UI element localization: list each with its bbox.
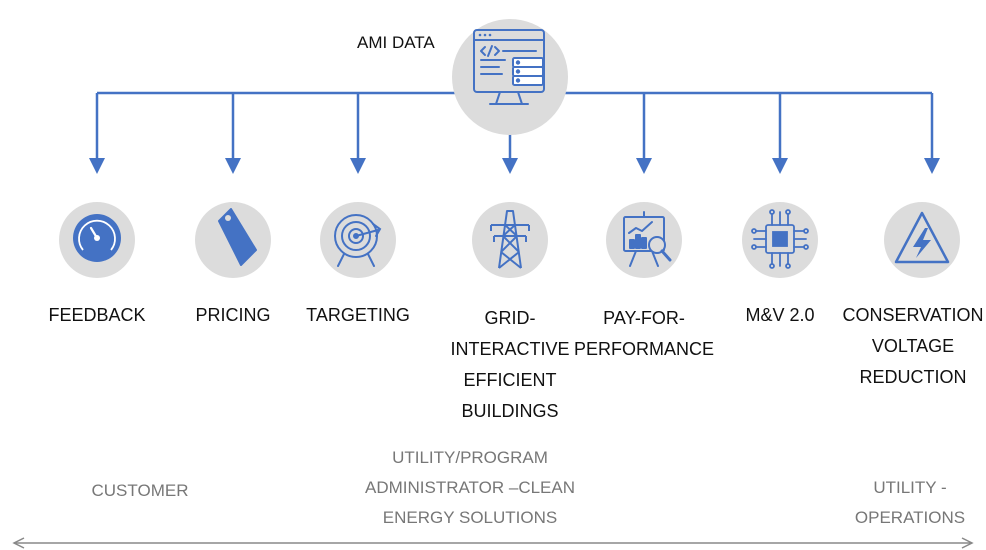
- arrowhead-pricing: [225, 158, 241, 174]
- arrowheads: [89, 158, 940, 174]
- high-voltage-icon: [894, 211, 950, 264]
- node-label-pricing: PRICING: [195, 305, 271, 325]
- arrowhead-grid: [502, 158, 518, 174]
- category-utility-operations: UTILITY - OPERATIONS: [854, 478, 966, 527]
- category-customer: CUSTOMER: [91, 481, 189, 500]
- computer-server-icon: [473, 29, 545, 105]
- presentation-chart-icon: [623, 211, 672, 267]
- gauge-icon: [73, 214, 121, 262]
- node-label-feedback: FEEDBACK: [48, 305, 146, 325]
- node-label-pay-for-performance: PAY-FOR- PERFORMANCE: [573, 308, 714, 359]
- transmission-tower-icon: [490, 210, 530, 269]
- bottom-axis-arrow: [12, 537, 974, 549]
- microchip-icon: [751, 209, 809, 269]
- ami-data-node: [452, 19, 568, 135]
- node-label-grid-interactive: GRID- INTERACTIVE EFFICIENT BUILDINGS: [450, 308, 570, 421]
- arrowhead-mv: [772, 158, 788, 174]
- node-circle-targeting: [320, 202, 396, 278]
- arrowhead-cvr: [924, 158, 940, 174]
- target-icon: [334, 214, 382, 267]
- category-utility-program-administrator: UTILITY/PROGRAM ADMINISTRATOR –CLEAN ENE…: [364, 448, 576, 527]
- ami-data-circle: [452, 19, 568, 135]
- arrowhead-targeting: [350, 158, 366, 174]
- node-circle-grid: [472, 202, 548, 278]
- node-label-conservation-voltage: CONSERVATION VOLTAGE REDUCTION: [842, 305, 984, 387]
- arrowhead-pay: [636, 158, 652, 174]
- price-tag-icon: [218, 208, 257, 266]
- arrowhead-feedback: [89, 158, 105, 174]
- node-circles: [59, 202, 960, 278]
- node-label-targeting: TARGETING: [306, 305, 410, 325]
- node-label-mv: M&V 2.0: [745, 305, 815, 325]
- diagram-title: AMI DATA: [357, 33, 435, 52]
- connector-drops: [95, 93, 934, 160]
